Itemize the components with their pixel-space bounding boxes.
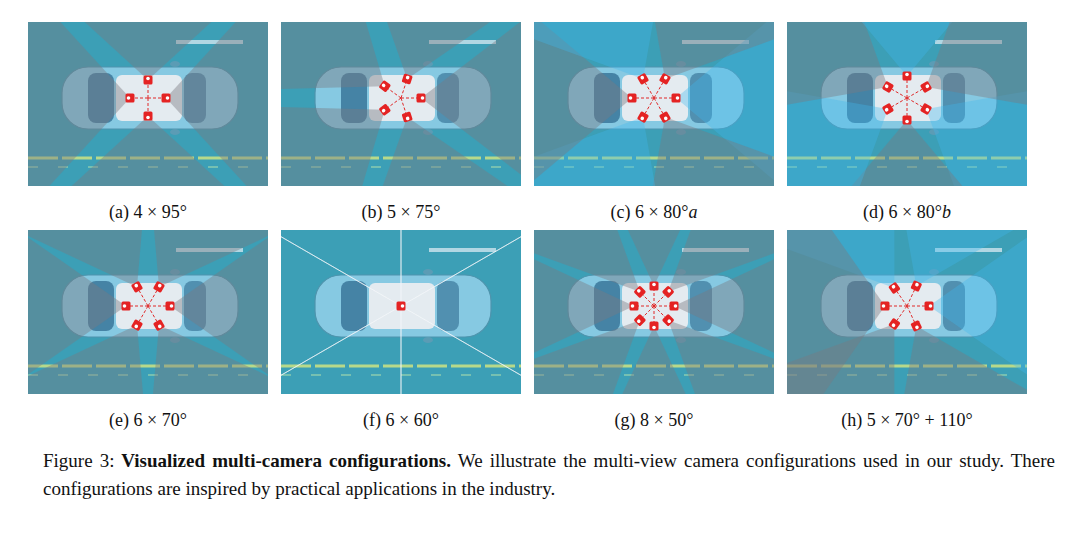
camera-icon (881, 302, 890, 311)
fov-wedge (787, 230, 885, 394)
fov-wedge (281, 22, 385, 95)
camera-icon (379, 80, 392, 93)
figure-caption: Figure 3: Visualized multi-camera config… (43, 447, 1055, 503)
camera-icon (153, 281, 165, 293)
camera-icon (925, 302, 934, 311)
camera-icon (659, 111, 671, 123)
camera-icon (672, 94, 681, 103)
fov-wedge (281, 101, 385, 186)
fov-wedge (28, 230, 165, 287)
subfigure-label: (d) 6 × 80°b (863, 201, 951, 223)
label-part: (c) 6 × 80° (611, 202, 689, 222)
label-part: (d) 6 × 80° (863, 202, 942, 222)
label-part: a (688, 202, 697, 222)
fov-wedge (131, 325, 268, 394)
car (315, 269, 491, 343)
camera-panel (281, 230, 521, 394)
fov-wedge (300, 22, 521, 79)
camera-icon (144, 112, 153, 121)
subfigure-label: (h) 5 × 70° + 110° (841, 409, 973, 431)
fov-line (401, 306, 521, 394)
camera-panel (28, 230, 268, 394)
camera-panel (534, 22, 774, 186)
camera-icon (633, 285, 646, 298)
subfigure-label: (b) 5 × 75° (362, 201, 441, 223)
camera-icon (662, 285, 675, 298)
camera-icon (379, 103, 392, 116)
camera-icon (920, 81, 932, 93)
label-part: b (942, 202, 951, 222)
fov-wedge (668, 320, 774, 394)
fov-wedge (534, 230, 640, 292)
camera-icon (882, 103, 894, 115)
camera-panel (787, 230, 1027, 394)
fov-line (401, 230, 521, 394)
camera-icon (131, 319, 143, 331)
fov-wedge (28, 22, 268, 80)
camera-icon (153, 319, 165, 331)
camera-icon (397, 302, 406, 311)
camera-icon (903, 116, 912, 125)
camera-icon (417, 94, 426, 103)
camera-icon (630, 302, 639, 311)
camera-panel (28, 22, 268, 186)
camera-icon (402, 111, 413, 122)
camera-icon (662, 314, 675, 327)
subfigure-label: (e) 6 × 70° (109, 409, 187, 431)
camera-icon (637, 73, 649, 85)
caption-part: Visualized multi-camera configurations. (115, 450, 451, 471)
camera-panel (281, 22, 521, 186)
fov-wedge (609, 22, 774, 79)
camera-panel (787, 22, 1027, 186)
camera-icon (910, 280, 922, 292)
camera-panel (534, 230, 774, 394)
camera-icon (166, 302, 175, 311)
camera-icon (888, 318, 901, 331)
camera-icon (888, 282, 901, 295)
camera-icon (131, 281, 143, 293)
fov-wedge (131, 230, 268, 287)
camera-icon (637, 111, 649, 123)
camera-icon (402, 73, 413, 84)
camera-icon (903, 72, 912, 81)
camera-icon (920, 103, 932, 115)
camera-icon (628, 94, 637, 103)
subfigure-label: (c) 6 × 80°a (611, 201, 698, 223)
camera-icon (659, 73, 671, 85)
camera-icon (910, 320, 922, 332)
camera-icon (162, 94, 171, 103)
camera-icon (882, 81, 894, 93)
camera-icon (670, 302, 679, 311)
subfigure-label: (a) 4 × 95° (109, 201, 187, 223)
camera-icon (650, 282, 659, 291)
subfigure-label: (g) 8 × 50° (615, 409, 694, 431)
camera-icon (144, 76, 153, 85)
fov-line (281, 306, 401, 394)
subfigure-label: (f) 6 × 60° (363, 409, 439, 431)
fov-wedge (668, 230, 774, 292)
camera-icon (126, 94, 135, 103)
camera-icon (633, 314, 646, 327)
fov-wedge (926, 22, 1027, 143)
fov-wedge (787, 22, 888, 143)
lane-mark (429, 248, 496, 252)
fov-line (281, 230, 401, 394)
fov-line (281, 230, 401, 306)
camera-icon (122, 302, 131, 311)
camera-icon (650, 322, 659, 331)
fov-line (401, 230, 521, 306)
caption-part: Figure 3: (43, 450, 115, 471)
